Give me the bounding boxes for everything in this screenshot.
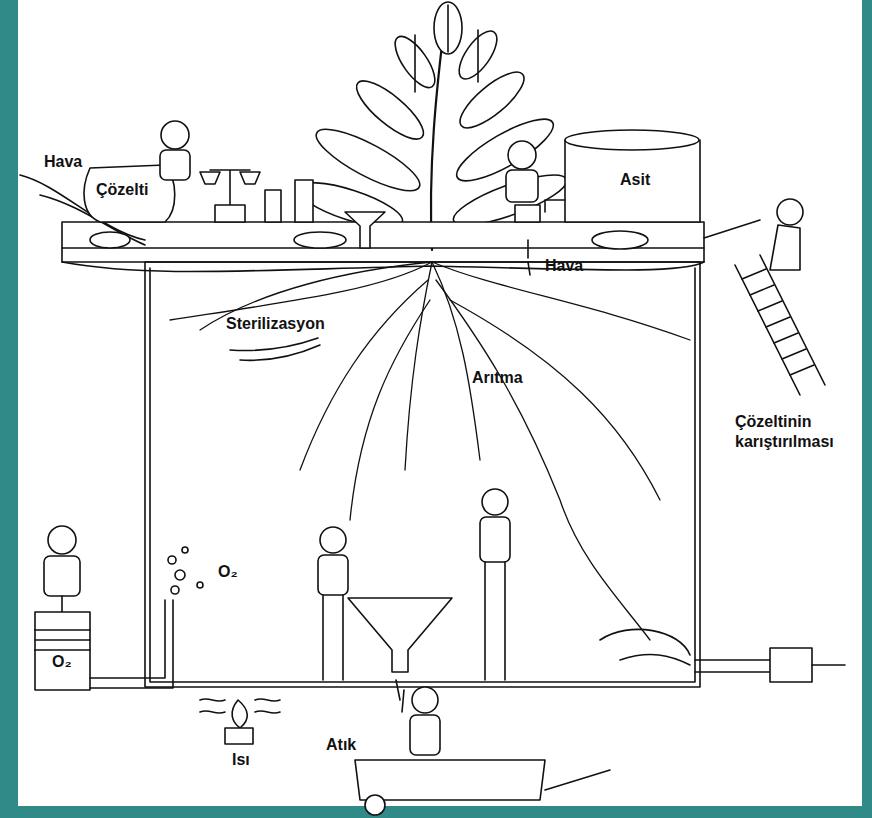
label-text: Atık bbox=[326, 735, 356, 755]
roots bbox=[170, 262, 690, 640]
label-text: Sterilizasyon bbox=[226, 314, 325, 334]
acid-tank bbox=[515, 130, 700, 275]
label-text: O₂ bbox=[52, 652, 72, 672]
burner bbox=[200, 699, 280, 744]
mixer bbox=[600, 629, 845, 682]
label-text: Çözelti bbox=[96, 180, 148, 200]
label-text: Hava bbox=[44, 152, 82, 172]
oxygen-pump bbox=[35, 547, 203, 690]
plant bbox=[293, 2, 571, 250]
label-text: Çözeltinin karıştırılması bbox=[735, 412, 845, 452]
label-text: Arıtma bbox=[472, 368, 523, 388]
ladder bbox=[735, 255, 825, 395]
waste-cart bbox=[355, 760, 610, 815]
funnels bbox=[345, 212, 452, 712]
scales bbox=[200, 170, 313, 222]
label-text: O₂ bbox=[218, 562, 238, 582]
label-text: Isı bbox=[232, 750, 250, 770]
workers bbox=[44, 121, 803, 755]
label-text: Hava bbox=[545, 256, 583, 276]
sterilization-rays bbox=[230, 338, 320, 360]
label-text: Asit bbox=[620, 170, 650, 190]
tank bbox=[20, 175, 760, 687]
